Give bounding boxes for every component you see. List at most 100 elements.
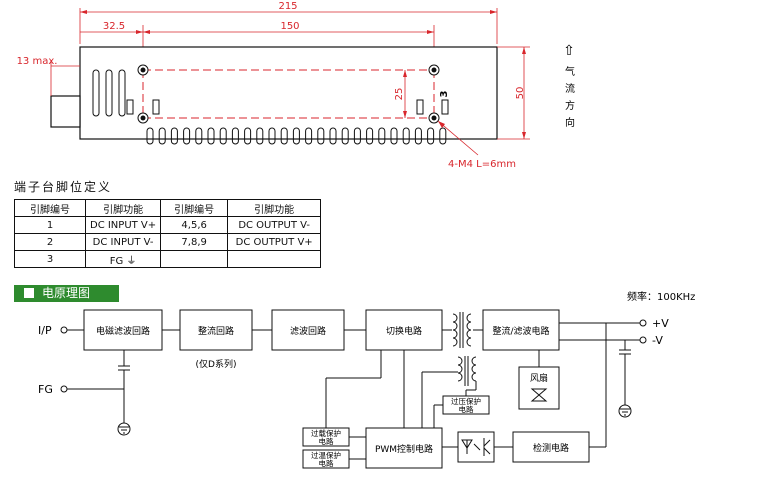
svg-text:整流回路: 整流回路 [198, 325, 234, 337]
dim-height: 50 [515, 87, 526, 100]
section-header: 电原理图 [14, 285, 119, 302]
vent-slot [195, 127, 203, 145]
rectifier-note: (仅D系列) [196, 358, 237, 370]
dim-terminal: 13 max. [17, 56, 58, 67]
pin-table-title: 端子台脚位定义 [14, 180, 113, 194]
ovp-line2: 电路 [459, 404, 474, 414]
block-rect-filter: 整流/滤波电路 [482, 309, 560, 351]
table-cell: DC OUTPUT V+ [227, 233, 322, 251]
dim-hole-vspacing: 25 [394, 88, 405, 101]
table-row: 1 DC INPUT V+ 4,5,6 DC OUTPUT V- [14, 216, 322, 234]
vent-slot [183, 127, 191, 145]
block-rectifier: 整流回路 (仅D系列) [179, 309, 253, 370]
svg-text:电磁滤波回路: 电磁滤波回路 [96, 325, 150, 337]
svg-text:电路: 电路 [319, 458, 334, 468]
vent-slot [305, 127, 313, 145]
table-row: 2 DC INPUT V- 7,8,9 DC OUTPUT V+ [14, 233, 322, 251]
svg-text:PWM控制电路: PWM控制电路 [375, 443, 433, 455]
block-filter: 滤波回路 [271, 309, 345, 351]
frequency-label: 频率：100KHz [627, 290, 695, 303]
vent-slot [427, 127, 435, 145]
square-icon [24, 288, 34, 298]
column-header: 引脚功能 [84, 199, 162, 217]
side-vents [92, 69, 126, 117]
vent-slot [439, 127, 447, 145]
table-cell [160, 250, 229, 268]
table-cell [227, 250, 322, 268]
ground-symbol-input-icon [117, 422, 131, 436]
terminal-block [50, 95, 81, 128]
airflow-label: 气流方向 [565, 65, 575, 129]
table-header-row: 引脚编号 引脚功能 引脚编号 引脚功能 [14, 199, 322, 217]
svg-text:电路: 电路 [319, 436, 334, 446]
vent-slot [378, 127, 386, 145]
vent-slot [268, 127, 276, 145]
vent-slot [244, 127, 252, 145]
pin-definition-table: 引脚编号 引脚功能 引脚编号 引脚功能 1 DC INPUT V+ 4,5,6 … [14, 199, 322, 268]
fg-label: FG [38, 383, 53, 396]
svg-text:过载保护: 过载保护 [311, 428, 341, 438]
fg-cell-label: FG [109, 255, 124, 267]
block-pwm: PWM控制电路 [365, 427, 443, 469]
ground-icon: ⏚ [126, 255, 137, 267]
svg-text:滤波回路: 滤波回路 [290, 325, 326, 337]
table-cell: DC INPUT V+ [84, 216, 162, 234]
vent-slot [414, 127, 422, 145]
table-cell: 2 [14, 233, 86, 251]
output-pos-label: +V [652, 317, 669, 330]
vent-slot [280, 127, 288, 145]
svg-text:过温保护: 过温保护 [311, 450, 341, 460]
vent-slot [292, 127, 300, 145]
svg-text:风扇: 风扇 [530, 372, 548, 384]
vent-slot [353, 127, 361, 145]
column-header: 引脚编号 [160, 199, 229, 217]
mechanical-drawing: 215 32.5 150 13 max. [17, 1, 575, 170]
block-optocoupler [457, 431, 495, 463]
table-cell: DC OUTPUT V- [227, 216, 322, 234]
table-cell: DC INPUT V- [84, 233, 162, 251]
table-cell: 7,8,9 [160, 233, 229, 251]
section-title: 电原理图 [42, 286, 91, 300]
marker-label: 3 [439, 90, 450, 97]
vent-slot [329, 127, 337, 145]
dim-total-width: 215 [278, 1, 297, 12]
table-cell: 3 [14, 250, 86, 268]
block-olp: 过载保护 电路 [302, 427, 350, 447]
mounting-holes [137, 64, 440, 124]
output-neg-label: -V [652, 334, 663, 347]
block-diagram: 频率：100KHz I/P FG 电磁滤波回路 整流回路 (仅D系列) 滤波回路… [38, 290, 695, 469]
input-label: I/P [38, 324, 52, 337]
vent-slot [207, 127, 215, 145]
vent-slot [341, 127, 349, 145]
transformer-main [452, 312, 472, 348]
vent-slot [317, 127, 325, 145]
vent-slot [146, 127, 154, 145]
column-header: 引脚编号 [14, 199, 86, 217]
vent-slot [256, 127, 264, 145]
block-switching: 切换电路 [365, 309, 443, 351]
vent-slot [366, 127, 374, 145]
vent-slot [219, 127, 227, 145]
svg-text:检测电路: 检测电路 [533, 442, 569, 454]
block-detect: 检测电路 [512, 431, 590, 463]
table-row: 3 FG ⏚ [14, 250, 322, 268]
table-cell: 1 [14, 216, 86, 234]
vent-slot [170, 127, 178, 145]
block-otp: 过温保护 电路 [302, 449, 350, 469]
transformer-aux [457, 356, 477, 386]
airflow-arrow-icon: ⇧ [563, 43, 575, 59]
block-fan: 风扇 [518, 366, 560, 410]
ground-symbol-output-icon [618, 404, 632, 418]
ovp-line1: 过压保护 [451, 396, 481, 406]
vent-slot [390, 127, 398, 145]
bottom-vents [146, 127, 447, 145]
vent-slot [402, 127, 410, 145]
dim-offset: 32.5 [103, 21, 125, 32]
table-cell: FG ⏚ [84, 250, 162, 268]
screw-spec: 4-M4 L=6mm [448, 159, 516, 170]
vent-slot [231, 127, 239, 145]
table-cell: 4,5,6 [160, 216, 229, 234]
dim-hole-spacing: 150 [280, 21, 299, 32]
block-ovp: 过压保护 电路 [442, 395, 490, 415]
